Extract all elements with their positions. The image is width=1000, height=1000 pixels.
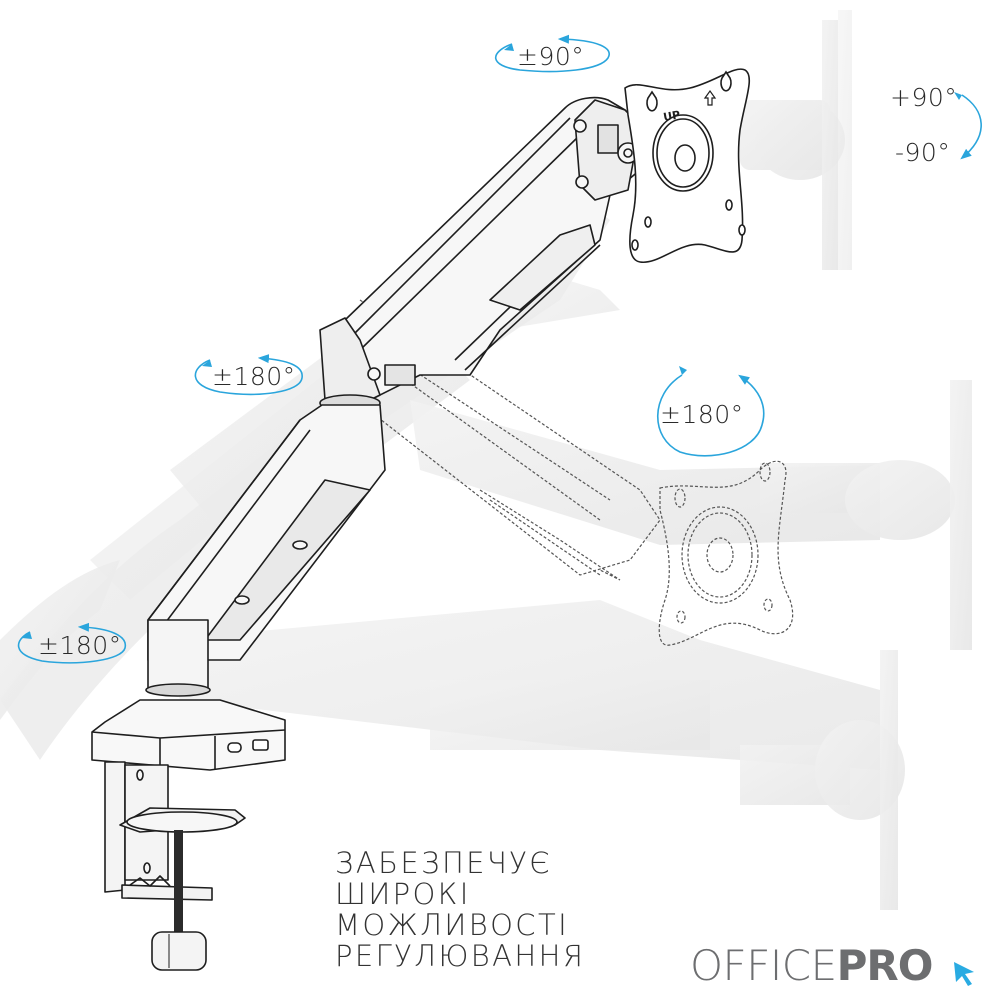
logo-office-text: OFFICE <box>690 941 837 990</box>
tagline-line: МОЖЛИВОСТІ <box>335 908 570 942</box>
plate-up-marking: UP <box>662 108 681 124</box>
up-arrow-icon <box>703 89 717 106</box>
clamp-screw <box>151 830 207 971</box>
elbow-rotation-label: ±180° <box>212 362 296 391</box>
main-arm <box>91 96 641 901</box>
tagline-line: ЗАБЕЗПЕЧУЄ <box>335 846 552 880</box>
tagline-line: РЕГУЛЮВАННЯ <box>335 939 586 973</box>
swivel-rotation-label: ±180° <box>660 400 744 429</box>
tilt-rotation-label: ±90° <box>517 42 585 71</box>
tagline: ЗАБЕЗПЕЧУЄ ШИРОКІ МОЖЛИВОСТІ РЕГУЛЮВАННЯ <box>335 848 585 972</box>
logo-pro-text: PRO <box>836 941 934 990</box>
rotate-minus-label: -90° <box>895 138 951 167</box>
tagline-line: ШИРОКІ <box>335 877 471 911</box>
rotate-plus-label: +90° <box>890 83 958 112</box>
vesa-plate <box>624 68 751 263</box>
rotation-arrows <box>17 34 982 664</box>
base-rotation-label: ±180° <box>38 631 122 660</box>
cursor-arrow-icon <box>954 962 974 986</box>
